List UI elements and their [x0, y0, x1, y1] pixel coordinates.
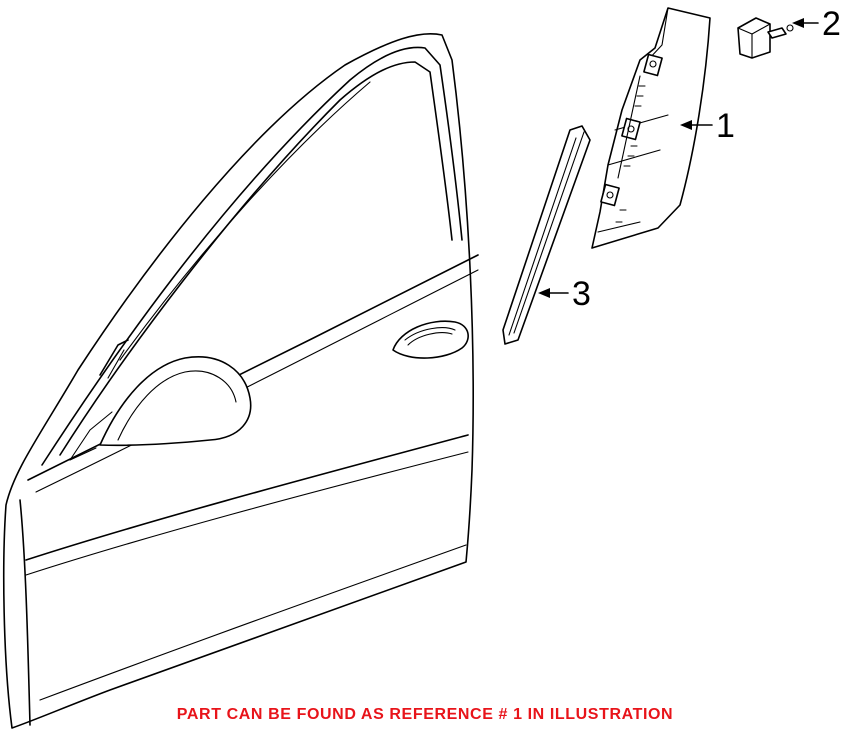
part-2-clip	[737, 17, 794, 59]
part-1-moulding	[591, 7, 711, 249]
reference-note: PART CAN BE FOUND AS REFERENCE # 1 IN IL…	[176, 706, 674, 723]
part-3-weatherstrip	[502, 125, 591, 345]
callout-3: 3	[572, 275, 591, 313]
door-handle	[392, 320, 469, 359]
door-panel	[2, 32, 479, 729]
leader-arrows	[538, 18, 819, 298]
side-mirror	[69, 356, 252, 461]
callout-2: 2	[822, 5, 841, 43]
callout-1: 1	[716, 107, 735, 145]
